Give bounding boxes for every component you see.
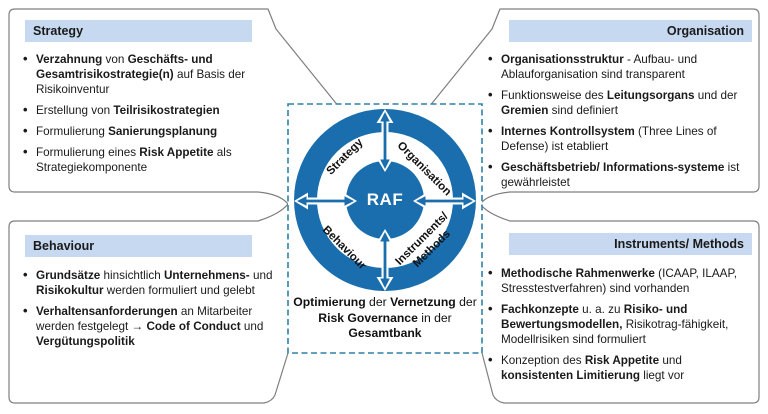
bullet-item: Konzeption des Risk Appetite und konsist… xyxy=(487,352,743,383)
raf-core-label: RAF xyxy=(366,190,404,209)
organisation-quadrant-title: Organisation xyxy=(509,20,752,42)
arrow-left-icon xyxy=(294,192,357,210)
strategy-bullet-list: Verzahnung von Geschäfts- und Gesamtrisi… xyxy=(22,51,274,181)
bullet-item: Formulierung Sanierungsplanung xyxy=(22,123,274,139)
bullet-item: Grundsätze hinsichtlich Unternehmens- un… xyxy=(22,267,274,298)
bullet-item: Fachkonzepte u. a. zu Risiko- und Bewert… xyxy=(487,301,743,347)
bullet-item: Erstellung von Teilrisikostrategien xyxy=(22,102,274,118)
behaviour-box-outline xyxy=(8,203,289,404)
strategy-box-outline xyxy=(8,8,338,205)
arrow-up-icon xyxy=(376,109,394,172)
instruments-bullet-list: Methodische Rahmenwerke (ICAAP, ILAAP, S… xyxy=(487,265,743,389)
behaviour-quadrant-title: Behaviour xyxy=(25,235,252,257)
organisation-box-outline xyxy=(430,8,760,205)
raf-inner-circle xyxy=(346,161,424,239)
bullet-item: Formulierung eines Risk Appetite als Str… xyxy=(22,144,274,175)
arrow-down-icon xyxy=(376,229,394,291)
bullet-item: Methodische Rahmenwerke (ICAAP, ILAAP, S… xyxy=(487,265,743,296)
behaviour-bullet-list: Grundsätze hinsichtlich Unternehmens- un… xyxy=(22,267,274,355)
arrow-right-icon xyxy=(413,192,476,210)
bullet-item: Verzahnung von Geschäfts- und Gesamtrisi… xyxy=(22,51,274,97)
organisation-bullet-list: Organisationsstruktur - Aufbau- und Abla… xyxy=(487,51,743,196)
instruments-quadrant-title: Instruments/ Methods xyxy=(509,233,752,255)
bullet-item: Verhaltensanforderungen an Mitarbeiter w… xyxy=(22,303,274,349)
bullet-item: Internes Kontrollsystem (Three Lines of … xyxy=(487,123,743,154)
bullet-item: Funktionsweise des Leitungsorgans und de… xyxy=(487,87,743,118)
strategy-quadrant-title: Strategy xyxy=(25,20,252,42)
center-caption: Optimierung der Vernetzung der Risk Gove… xyxy=(293,295,477,340)
bullet-item: Organisationsstruktur - Aufbau- und Abla… xyxy=(487,51,743,82)
instruments-box-outline xyxy=(479,203,760,404)
bullet-item: Geschäftsbetrieb/ Informations-systeme i… xyxy=(487,159,743,190)
